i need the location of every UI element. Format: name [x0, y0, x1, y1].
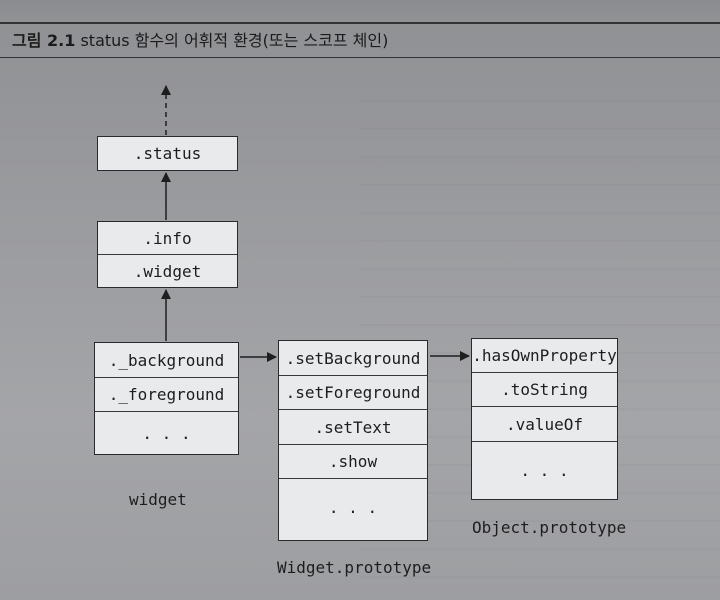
figure-title: status 함수의 어휘적 환경(또는 스코프 체인) [80, 31, 389, 50]
object-item-valueof: .valueOf [472, 407, 617, 442]
object-prototype-box: .hasOwnProperty .toString .valueOf . . . [471, 338, 618, 500]
widget-ref-item: .widget [133, 261, 202, 281]
info-item: .info [98, 222, 237, 255]
proto-item-show: .show [279, 445, 427, 479]
status-item: .status [133, 144, 202, 163]
widget-prototype-box: .setBackground .setForeground .setText .… [278, 340, 428, 541]
widget-label: widget [129, 490, 187, 509]
figure-caption: 그림 2.1 status 함수의 어휘적 환경(또는 스코프 체인) [12, 27, 388, 51]
widget-item-foreground: ._foreground [95, 378, 238, 412]
figure-number: 그림 2.1 [12, 31, 76, 50]
proto-item-ellipsis: . . . [328, 497, 378, 517]
widget-prototype-label: Widget.prototype [277, 558, 432, 577]
widget-item-background: ._background [95, 343, 238, 378]
object-item-hasownproperty: .hasOwnProperty [472, 339, 617, 373]
object-item-tostring: .toString [472, 373, 617, 407]
caption-bar [0, 22, 720, 58]
proto-item-settext: .setText [279, 410, 427, 445]
widget-box: ._background ._foreground . . . [94, 342, 239, 455]
top-page-strip [0, 0, 720, 22]
widget-item-ellipsis: . . . [142, 423, 191, 443]
object-prototype-label: Object.prototype [472, 518, 627, 537]
proto-item-setbackground: .setBackground [279, 341, 427, 376]
object-item-ellipsis: . . . [520, 461, 569, 480]
info-box: .info .widget [97, 221, 238, 288]
proto-item-setforeground: .setForeground [279, 376, 427, 410]
status-box: .status [97, 136, 238, 171]
